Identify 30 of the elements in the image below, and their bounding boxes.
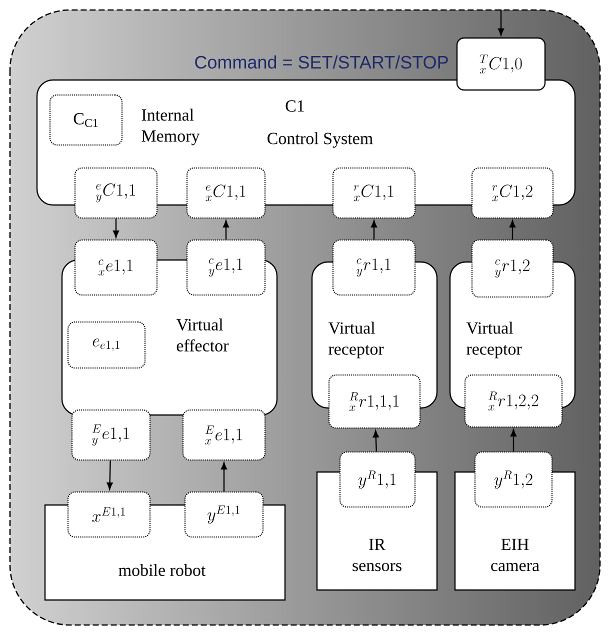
buffer-box: ${}^{E}_{x}e1{,}1$ xyxy=(182,409,266,461)
arrow xyxy=(106,460,113,490)
buffer-box: ${}^{c}_{y}r1{,}1$ xyxy=(332,239,416,296)
arrow xyxy=(370,220,378,240)
buffer-box: $y^{E1{,}1}$ xyxy=(184,491,264,538)
buffer-box: $\mathrm{C}_{\mathrm{C1}}$ xyxy=(49,94,123,146)
buffer-box: ${}^{c}_{x}e1{,}1$ xyxy=(74,239,158,296)
buffer-box: $x^{E1{,}1}$ xyxy=(67,491,151,538)
buffer-box: ${}^{r}_{x}C1{,}2$ xyxy=(471,167,554,219)
buffer-box: ${}^{R}_{x}r1{,}2{,}2$ xyxy=(464,374,563,428)
buffer-box: ${}^{c}_{y}r1{,}2$ xyxy=(471,239,554,298)
buffer-box: ${}^{e}_{x}C1{,}1$ xyxy=(186,167,266,219)
buffer-box: ${}^{r}_{x}C1{,}1$ xyxy=(332,167,416,219)
arrow xyxy=(510,429,517,452)
memory-label: Internal Memory xyxy=(142,108,200,146)
buffer-box: ${}^{e}_{y}C1{,}1$ xyxy=(74,167,158,219)
buffer-box: ${}^{c}_{y}e1{,}1$ xyxy=(186,239,266,296)
command-label: Command = SET/START/STOP xyxy=(195,55,448,69)
arrow xyxy=(220,462,228,492)
buffer-box: ${}^{R}_{x}r1{,}1{,}1$ xyxy=(328,374,421,429)
arrow xyxy=(509,220,516,240)
arrow xyxy=(222,220,230,240)
arrow xyxy=(112,218,120,238)
buffer-box: ${}^{E}_{y}e1{,}1$ xyxy=(71,409,151,461)
arrow xyxy=(372,430,379,452)
arrow xyxy=(498,9,504,36)
buffer-box: $e_{e1{,}1}$ xyxy=(67,321,146,369)
buffer-box: ${}^{T}_{x}C1{,}0$ xyxy=(456,37,546,91)
buffer-box: $y^{R}1{,}1$ xyxy=(339,451,416,508)
buffer-box: $y^{R}1{,}2$ xyxy=(474,451,553,508)
